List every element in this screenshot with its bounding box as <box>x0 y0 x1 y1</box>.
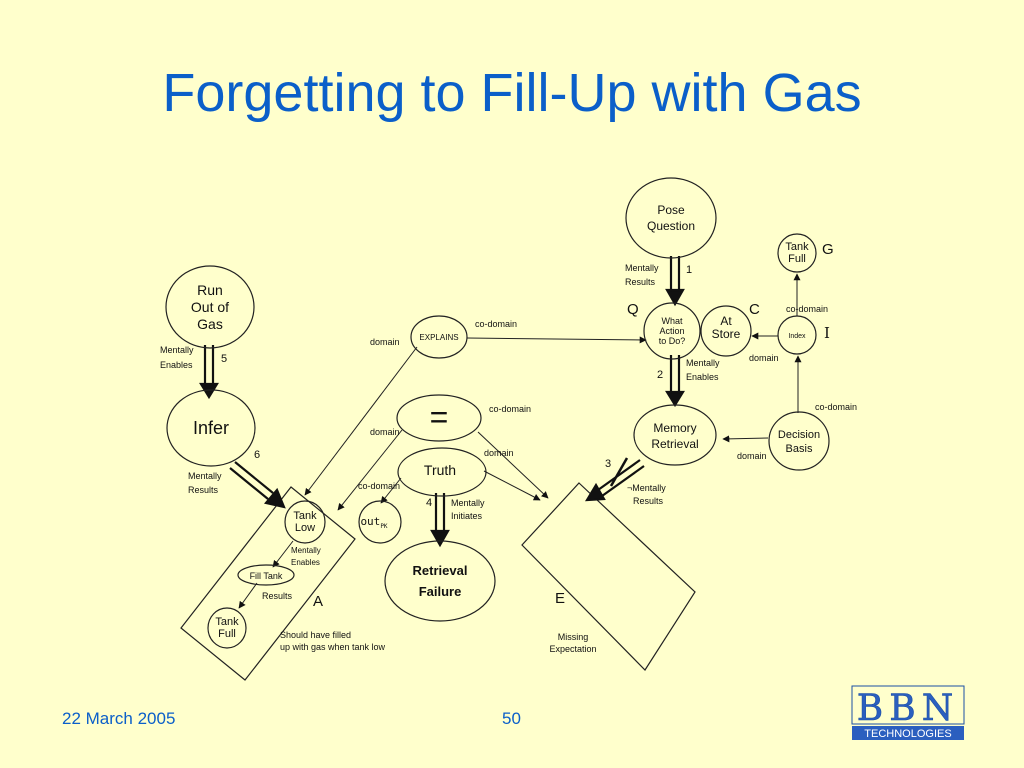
edge-label-domain-decision: domain <box>737 451 767 461</box>
node-tank-low <box>284 500 326 544</box>
node-explains <box>410 315 468 359</box>
edge-explains-domain <box>304 346 418 496</box>
node-fill-tank <box>237 564 295 586</box>
edge-decision-domain <box>722 435 769 443</box>
slide-title: Forgetting to Fill-Up with Gas <box>162 63 862 123</box>
label-equals: = <box>430 399 449 435</box>
edge-label-num-1: 1 <box>686 264 692 276</box>
edge-inner-filltank-tankfull <box>238 582 258 609</box>
edge-inner-tanklow-filltank <box>272 540 294 568</box>
label-index: Index <box>788 333 806 340</box>
node-retrieval-failure <box>384 540 496 622</box>
marker-q: Q <box>627 301 639 318</box>
box-e <box>521 482 696 671</box>
edge-truth-domain <box>483 470 541 501</box>
label-infer: Infer <box>193 418 229 438</box>
marker-e: E <box>555 590 565 607</box>
edge-label-num-3: 3 <box>605 458 611 470</box>
edge-label-codomain-index: co-domain <box>786 304 828 314</box>
edge-truth-codomain <box>380 477 402 504</box>
node-out-pk <box>358 500 402 544</box>
edge-label-inner-results: Results <box>262 591 293 601</box>
edge-label-codomain-equals: co-domain <box>489 404 531 414</box>
node-run-out-of-gas <box>165 265 255 349</box>
bbn-technologies-logo: BBN TECHNOLOGIES <box>851 685 965 740</box>
node-pose-question <box>625 177 717 259</box>
box-a <box>180 486 356 681</box>
edge-label-num-6: 6 <box>254 449 260 461</box>
node-tank-full-a <box>207 607 247 649</box>
marker-a: A <box>313 593 323 610</box>
arrow-4 <box>430 529 450 548</box>
arrow-3 <box>584 482 606 502</box>
edge-label-domain-truth: domain <box>484 448 514 458</box>
footer-page-number: 50 <box>502 709 521 728</box>
label-fill-tank: Fill Tank <box>250 571 283 581</box>
label-explains: EXPLAINS <box>419 333 458 342</box>
edge-explains-codomain <box>466 336 647 344</box>
node-truth <box>397 447 487 497</box>
marker-i: I <box>824 324 830 342</box>
arrow-1 <box>665 288 685 307</box>
label-out-pk: outPK <box>360 515 387 530</box>
edge-equals-domain <box>337 429 403 511</box>
marker-g: G <box>822 241 834 258</box>
node-at-store <box>700 305 752 357</box>
svg-text:TECHNOLOGIES: TECHNOLOGIES <box>864 728 951 740</box>
node-index <box>777 315 817 355</box>
edge-label-domain-index: domain <box>749 353 779 363</box>
edge-label-codomain-explains: co-domain <box>475 319 517 329</box>
marker-c: C <box>749 301 760 318</box>
node-what-action <box>643 302 701 360</box>
edge-label-domain-explains: domain <box>370 337 400 347</box>
arrow-6 <box>263 487 286 509</box>
arrow-2 <box>665 390 685 408</box>
negation-slash <box>609 457 629 487</box>
node-tank-full-g <box>777 233 817 273</box>
footer-date: 22 March 2005 <box>62 709 176 728</box>
edge-label-num-5: 5 <box>221 353 227 365</box>
node-decision-basis <box>768 411 830 471</box>
edge-label-domain-equals: domain <box>370 427 400 437</box>
edge-label-num-4: 4 <box>426 497 432 509</box>
svg-text:BBN: BBN <box>857 688 959 729</box>
edge-label-num-2: 2 <box>657 369 663 381</box>
node-infer <box>166 389 256 467</box>
edge-label-codomain-truth: co-domain <box>358 481 400 491</box>
edge-label-codomain-decision: co-domain <box>815 402 857 412</box>
label-truth: Truth <box>424 462 456 478</box>
node-equals <box>396 394 482 442</box>
edge-equals-codomain <box>477 431 549 499</box>
node-memory-retrieval <box>633 404 717 466</box>
